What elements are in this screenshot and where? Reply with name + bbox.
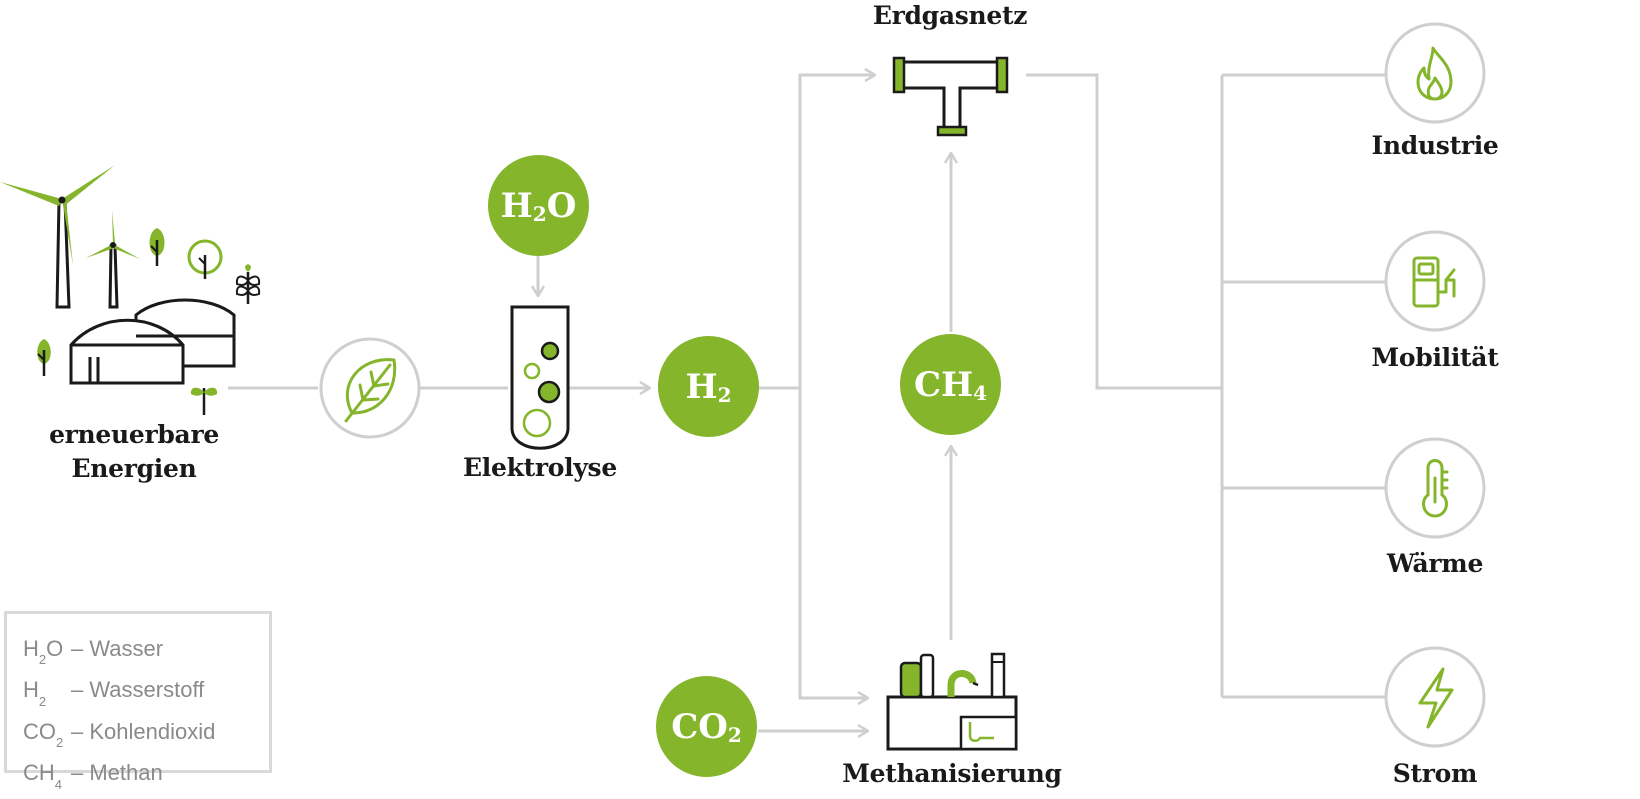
legend-symbol: H2: [23, 677, 47, 709]
ch4-sub: 4: [973, 380, 988, 405]
connector-lines: [228, 75, 1385, 731]
arrow-h2-to-methanation: [798, 388, 868, 698]
ch4-main: CH: [913, 364, 974, 405]
lightning-icon: [1418, 667, 1454, 729]
use-circle-mobilitaet: [1384, 230, 1486, 332]
fuel-pump-icon: [1412, 256, 1456, 308]
electrolysis-label: Elektrolyse: [463, 453, 617, 482]
legend-description: – Wasserstoff: [71, 677, 205, 703]
gas-pipe-icon: [892, 56, 1009, 137]
legend-symbol: H2O: [23, 636, 64, 668]
legend-box: H2O – Wasser H2 – Wasserstoff CO2 – Kohl…: [4, 611, 272, 792]
factory-icon: [886, 652, 1018, 751]
legend-description: – Wasser: [71, 636, 164, 661]
use-label-mobilitaet: Mobilität: [1371, 343, 1499, 372]
co2-sub: 2: [727, 722, 742, 747]
leaf-icon: [344, 358, 397, 423]
legend-symbol: CO2: [23, 718, 64, 751]
renewables-label: erneuerbare Energien: [24, 418, 244, 486]
legend-description: – Kohlendioxid: [71, 718, 216, 744]
legend-row: H2 – Wasserstoff: [23, 673, 269, 714]
h2o-tail: O: [546, 185, 577, 226]
line-gas-grid-to-distribution: [1026, 73, 1222, 390]
use-label-waerme: Wärme: [1386, 549, 1484, 578]
small-tree-left-icon: [37, 339, 51, 376]
arrow-h2-to-gas-grid: [798, 75, 875, 388]
co2-main: CO: [671, 706, 728, 747]
legend-symbol: CH4: [23, 760, 63, 792]
plant-sprout-icon: [235, 264, 261, 304]
use-label-industrie: Industrie: [1371, 131, 1499, 160]
legend-description: – Methan: [71, 760, 163, 786]
thermometer-icon: [1422, 459, 1449, 518]
renewables-illustration: [0, 165, 261, 415]
test-tube-icon: [510, 305, 570, 450]
h2-sub: 2: [717, 382, 732, 407]
flame-icon: [1416, 46, 1453, 101]
use-label-strom: Strom: [1392, 759, 1478, 788]
wind-turbine-large-icon: [0, 165, 115, 309]
h2o-main: H: [500, 185, 533, 226]
wind-turbine-small-icon: [86, 210, 140, 309]
renewables-label-line1: erneuerbare: [49, 420, 219, 449]
leaf-circle: [319, 337, 421, 439]
h2o-sub: 2: [532, 201, 547, 226]
small-sprout-icon: [190, 387, 218, 415]
legend-row: CH4 – Methan: [23, 756, 269, 797]
legend-row: CO2 – Kohlendioxid: [23, 715, 269, 756]
round-tree-icon: [187, 239, 223, 279]
tree-icon: [149, 228, 165, 266]
renewables-label-line2: Energien: [71, 454, 197, 483]
h2-main: H: [685, 366, 718, 407]
use-circle-strom: [1384, 646, 1486, 748]
methanation-label: Methanisierung: [842, 759, 1062, 788]
biogas-plant-icon: [69, 298, 236, 385]
use-circle-waerme: [1384, 437, 1486, 539]
legend-row: H2O – Wasser: [23, 632, 269, 673]
use-circle-industrie: [1384, 22, 1486, 124]
gas-grid-label: Erdgasnetz: [872, 1, 1028, 30]
